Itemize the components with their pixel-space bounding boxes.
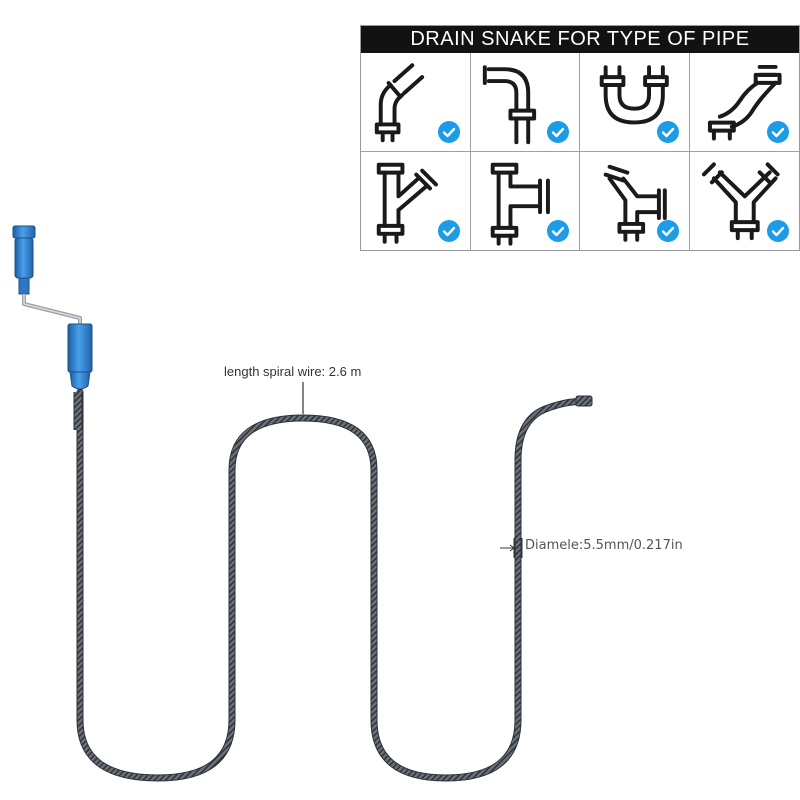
spiral-wire	[73, 388, 590, 782]
checkmark-badge-icon	[656, 220, 679, 242]
pipe-cell	[361, 151, 471, 250]
tee-pipe-icon	[490, 162, 550, 246]
pipe-cell	[690, 152, 800, 251]
pipe-cell	[471, 151, 580, 250]
angled-elbow-pipe-icon	[374, 63, 425, 143]
pipe-cell	[689, 53, 799, 152]
checkmark-badge-icon	[437, 120, 460, 143]
wire-diameter-label: Diamele:5.5mm/0.217in	[525, 538, 683, 553]
pipe-cell	[361, 53, 471, 152]
checkmark-badge-icon	[547, 120, 569, 143]
angled-tee-pipe-icon	[603, 164, 667, 242]
y-fork-pipe-icon	[701, 161, 780, 240]
checkmark-badge-icon	[767, 220, 789, 242]
auger-tip	[575, 395, 593, 407]
crank-arm	[22, 294, 82, 326]
wye-branch-pipe-icon	[376, 162, 438, 244]
s-bend-pipe-icon	[707, 64, 782, 141]
pipe-cell	[470, 53, 580, 152]
u-bend-pipe-icon	[599, 65, 669, 125]
pipe-grid	[361, 53, 799, 250]
pipe-cell	[580, 53, 690, 152]
checkmark-badge-icon	[437, 220, 460, 242]
crank-knob	[12, 225, 36, 295]
checkmark-badge-icon	[767, 120, 789, 143]
pipe-cell	[580, 151, 690, 250]
wire-length-label: length spiral wire: 2.6 m	[224, 364, 362, 379]
checkmark-badge-icon	[547, 220, 569, 242]
diameter-marker	[500, 538, 523, 558]
pipe-table-title: DRAIN SNAKE FOR TYPE OF PIPE	[361, 26, 799, 53]
checkmark-badge-icon	[656, 120, 679, 143]
handle-sleeve	[67, 323, 93, 390]
ninety-degree-elbow-pipe-icon	[482, 65, 536, 145]
pipe-type-table: DRAIN SNAKE FOR TYPE OF PIPE	[360, 25, 800, 251]
